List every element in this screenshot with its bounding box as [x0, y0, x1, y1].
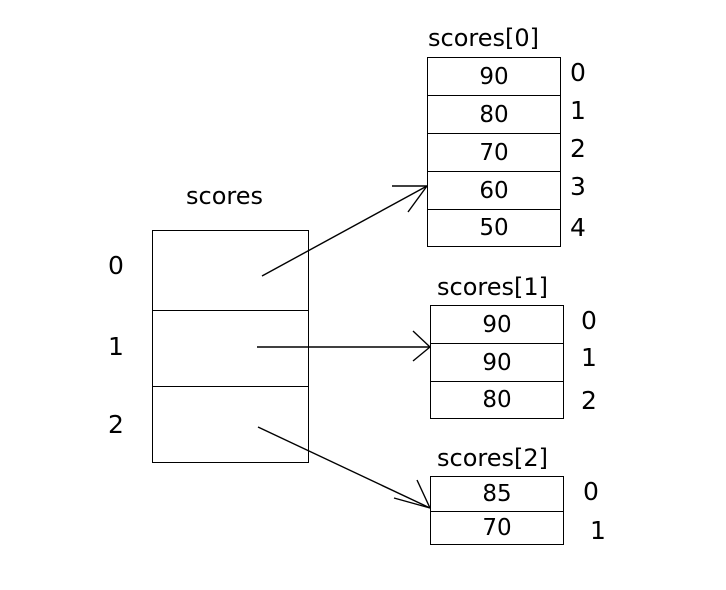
outer-index-0: 0 [108, 251, 124, 280]
outer-array-row-0 [153, 231, 308, 311]
inner-array-1-cell-0: 90 [431, 306, 563, 344]
outer-array-title: scores [186, 182, 263, 210]
outer-array-row-2 [153, 387, 308, 462]
inner-array-0-index-4: 4 [570, 213, 586, 242]
inner-array-0-cell-0: 90 [428, 58, 560, 96]
inner-array-2-cell-1: 70 [482, 515, 512, 541]
inner-array-2-index-0: 0 [583, 477, 599, 506]
inner-array-1-cell-2: 80 [482, 387, 512, 413]
inner-array-1-title: scores[1] [437, 273, 548, 301]
inner-array-0-cell-2: 70 [428, 134, 560, 172]
inner-array-1-table: 90 90 80 [430, 305, 564, 419]
outer-array-box [152, 230, 309, 463]
inner-array-2-title: scores[2] [437, 444, 548, 472]
outer-array-row-1 [153, 311, 308, 387]
inner-array-0-index-3: 3 [570, 172, 586, 201]
inner-array-0-cell-3: 60 [428, 172, 560, 210]
outer-index-1: 1 [108, 332, 124, 361]
inner-array-0-cell-1: 80 [428, 96, 560, 134]
inner-array-1-cell-1: 90 [431, 344, 563, 382]
inner-array-2-table: 85 70 [430, 476, 564, 545]
outer-index-2: 2 [108, 410, 124, 439]
inner-array-0-index-2: 2 [570, 134, 586, 163]
inner-array-2-cell-0: 85 [431, 477, 563, 512]
inner-array-0-title: scores[0] [428, 24, 539, 52]
inner-array-0-cell-4: 50 [479, 215, 509, 241]
inner-array-0-table: 90 80 70 60 50 [427, 57, 561, 247]
inner-array-0-index-0: 0 [570, 58, 586, 87]
inner-array-1-index-2: 2 [581, 386, 597, 415]
inner-array-2-index-1: 1 [590, 516, 606, 545]
inner-array-0-index-1: 1 [570, 96, 586, 125]
inner-array-1-index-1: 1 [581, 343, 597, 372]
inner-array-1-index-0: 0 [581, 306, 597, 335]
